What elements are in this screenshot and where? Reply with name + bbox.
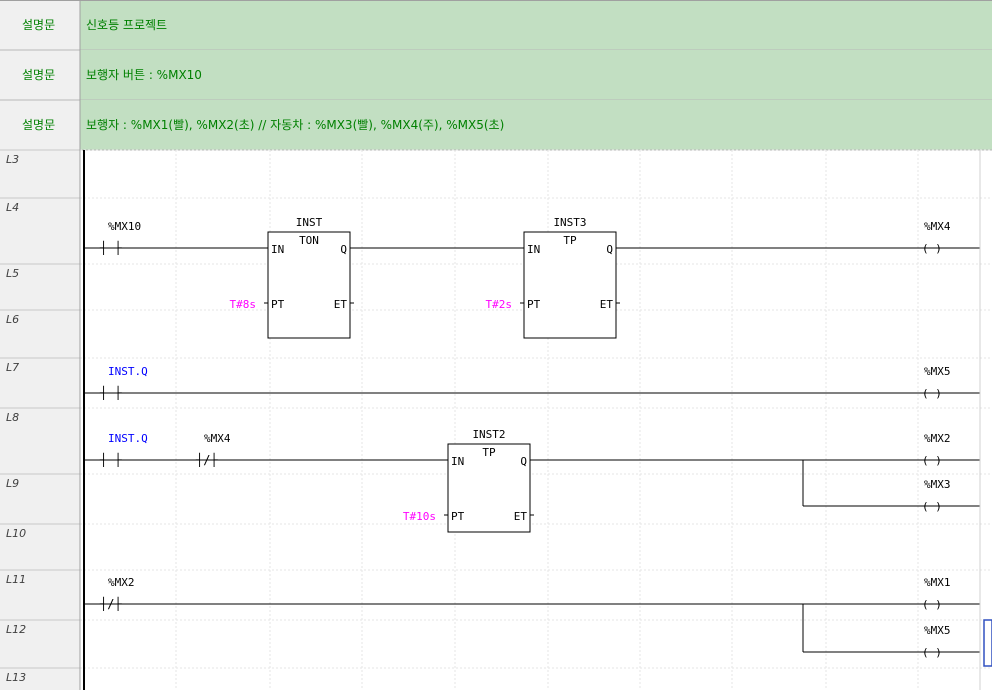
block-inst2-instance: INST2: [472, 428, 505, 441]
contact-mx2-label: %MX2: [108, 576, 135, 589]
comment-label: 설명문: [22, 68, 55, 82]
block-inst3-pin-in: IN: [527, 243, 540, 256]
comment-text[interactable]: 보행자 버튼 : %MX10: [86, 67, 202, 82]
coil-mx5-2[interactable]: ( ): [922, 646, 942, 659]
comment-text[interactable]: 보행자 : %MX1(빨), %MX2(초) // 자동차 : %MX3(빨),…: [86, 117, 504, 132]
contact-inst-q-2[interactable]: ┤ ├: [99, 452, 122, 467]
rung-label-l7: L7: [6, 361, 19, 374]
rung-label-l11: L11: [6, 573, 26, 586]
coil-mx4-1[interactable]: ( ): [922, 242, 942, 255]
coil-mx1-label: %MX1: [924, 576, 951, 589]
coil-mx5-1[interactable]: ( ): [922, 387, 942, 400]
contact-mx2[interactable]: ┤/├: [99, 596, 122, 611]
block-inst-pin-pt: PT: [271, 298, 285, 311]
block-inst3-pin-q: Q: [606, 243, 613, 256]
comment-row-3[interactable]: [80, 100, 992, 150]
block-inst-pin-et: ET: [334, 298, 348, 311]
coil-mx2[interactable]: ( ): [922, 454, 942, 467]
rung-label-l8: L8: [6, 411, 19, 424]
block-inst3-pin-pt: PT: [527, 298, 541, 311]
selection-cursor[interactable]: [983, 619, 992, 667]
contact-mx4[interactable]: ┤/├: [195, 452, 218, 467]
block-inst2-pin-q: Q: [520, 455, 527, 468]
block-inst2-pin-pt: PT: [451, 510, 465, 523]
rung-label-l13: L13: [6, 671, 26, 684]
block-inst-pin-q: Q: [340, 243, 347, 256]
rung-label-l4: L4: [6, 201, 19, 214]
block-inst2-preset[interactable]: T#10s: [403, 510, 436, 523]
block-inst2[interactable]: [447, 443, 531, 533]
contact-inst-q-2-label: INST.Q: [108, 432, 148, 445]
rung-label-l6: L6: [6, 313, 19, 326]
block-inst3-pin-et: ET: [600, 298, 614, 311]
row-label-column: [0, 0, 80, 690]
block-inst-instance: INST: [296, 216, 323, 229]
block-inst[interactable]: [267, 231, 351, 339]
block-inst-pin-in: IN: [271, 243, 284, 256]
coil-mx5-2-label: %MX5: [924, 624, 951, 637]
contact-inst-q-1-label: INST.Q: [108, 365, 148, 378]
comment-label: 설명문: [22, 118, 55, 132]
block-inst2-pin-in: IN: [451, 455, 464, 468]
coil-mx3-label: %MX3: [924, 478, 951, 491]
block-inst-preset[interactable]: T#8s: [230, 298, 257, 311]
contact-inst-q-1[interactable]: ┤ ├: [99, 385, 122, 400]
block-inst3-preset[interactable]: T#2s: [486, 298, 513, 311]
contact-mx10[interactable]: ┤ ├: [99, 240, 122, 255]
comment-text[interactable]: 신호등 프로젝트: [86, 18, 167, 32]
rung-label-l9: L9: [6, 477, 19, 490]
rung-label-l3: L3: [6, 153, 19, 166]
block-inst3-instance: INST3: [553, 216, 586, 229]
coil-mx1[interactable]: ( ): [922, 598, 942, 611]
coil-mx4-1-label: %MX4: [924, 220, 951, 233]
comment-row-2[interactable]: [80, 50, 992, 100]
comment-label: 설명문: [22, 18, 55, 32]
rung-label-l12: L12: [6, 623, 26, 636]
coil-mx3[interactable]: ( ): [922, 500, 942, 513]
coil-mx5-1-label: %MX5: [924, 365, 951, 378]
rung-label-l5: L5: [6, 267, 19, 280]
block-inst3-type: TP: [563, 234, 577, 247]
block-inst-type: TON: [299, 234, 319, 247]
block-inst2-pin-et: ET: [514, 510, 528, 523]
block-inst3[interactable]: [523, 231, 617, 339]
contact-mx4-label: %MX4: [204, 432, 231, 445]
comment-row-1[interactable]: [80, 0, 992, 50]
block-inst2-type: TP: [482, 446, 496, 459]
contact-mx10-label: %MX10: [108, 220, 141, 233]
coil-mx2-label: %MX2: [924, 432, 951, 445]
rung-label-l10: L10: [6, 527, 26, 540]
